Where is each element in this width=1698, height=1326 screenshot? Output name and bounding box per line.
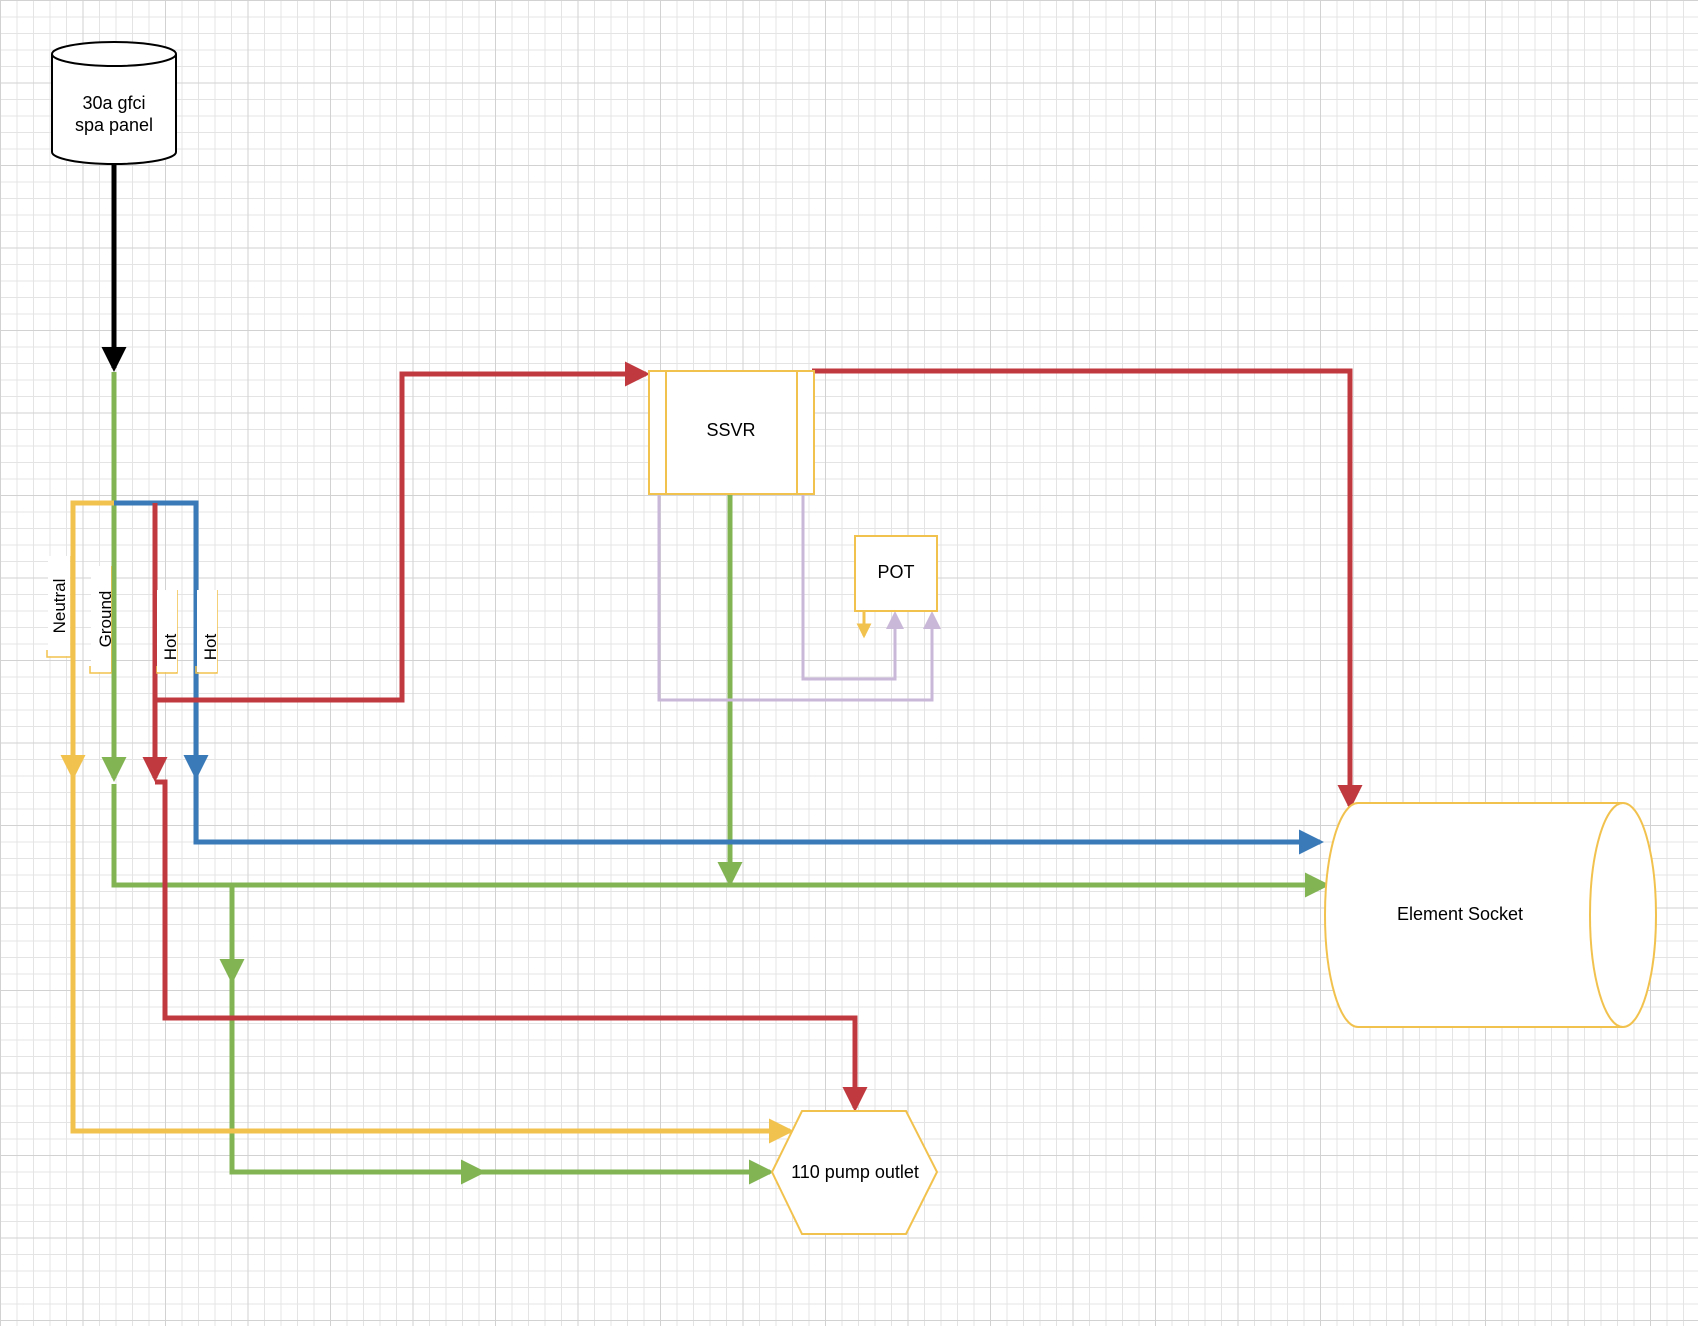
pot-label: POT bbox=[877, 562, 914, 582]
hot1-to-pump-wire bbox=[155, 779, 868, 1113]
element-socket-label: Element Socket bbox=[1397, 904, 1523, 924]
hot2-wire bbox=[114, 500, 209, 781]
pump-outlet-label: 110 pump outlet bbox=[791, 1162, 919, 1182]
hot2-label: Hot bbox=[195, 590, 220, 674]
ssvr-to-pot-wire-1 bbox=[801, 494, 904, 681]
neutral-wire bbox=[60, 500, 114, 781]
panel-label-line1: 30a gfci bbox=[82, 93, 145, 113]
spa-panel-node: 30a gfci spa panel bbox=[51, 41, 177, 165]
svg-text:Ground: Ground bbox=[96, 591, 115, 648]
ssvr-to-element-wire bbox=[812, 368, 1363, 811]
neutral-label: Neutral bbox=[46, 556, 72, 658]
ground-to-pump-wire-2 bbox=[229, 980, 487, 1185]
ssvr-node: SSVR bbox=[648, 370, 815, 495]
hot1-to-ssvr-wire bbox=[155, 361, 651, 703]
pot-node: POT bbox=[854, 535, 938, 612]
ssvr-to-pot-wire-2 bbox=[657, 494, 941, 702]
hot1-label: Hot bbox=[156, 590, 180, 674]
panel-label-line2: spa panel bbox=[75, 115, 153, 135]
ssvr-label: SSVR bbox=[706, 420, 755, 440]
svg-text:Neutral: Neutral bbox=[50, 579, 69, 634]
pump-outlet-node: 110 pump outlet bbox=[770, 1110, 939, 1235]
ground-label: Ground bbox=[89, 566, 115, 674]
svg-text:Hot: Hot bbox=[161, 634, 180, 661]
ground-bus-wire bbox=[111, 784, 1331, 898]
neutral-to-pump-wire bbox=[70, 776, 795, 1144]
svg-text:Hot: Hot bbox=[201, 634, 220, 661]
hot2-to-element-wire bbox=[193, 776, 1325, 855]
element-socket-node: Element Socket bbox=[1324, 802, 1657, 1028]
